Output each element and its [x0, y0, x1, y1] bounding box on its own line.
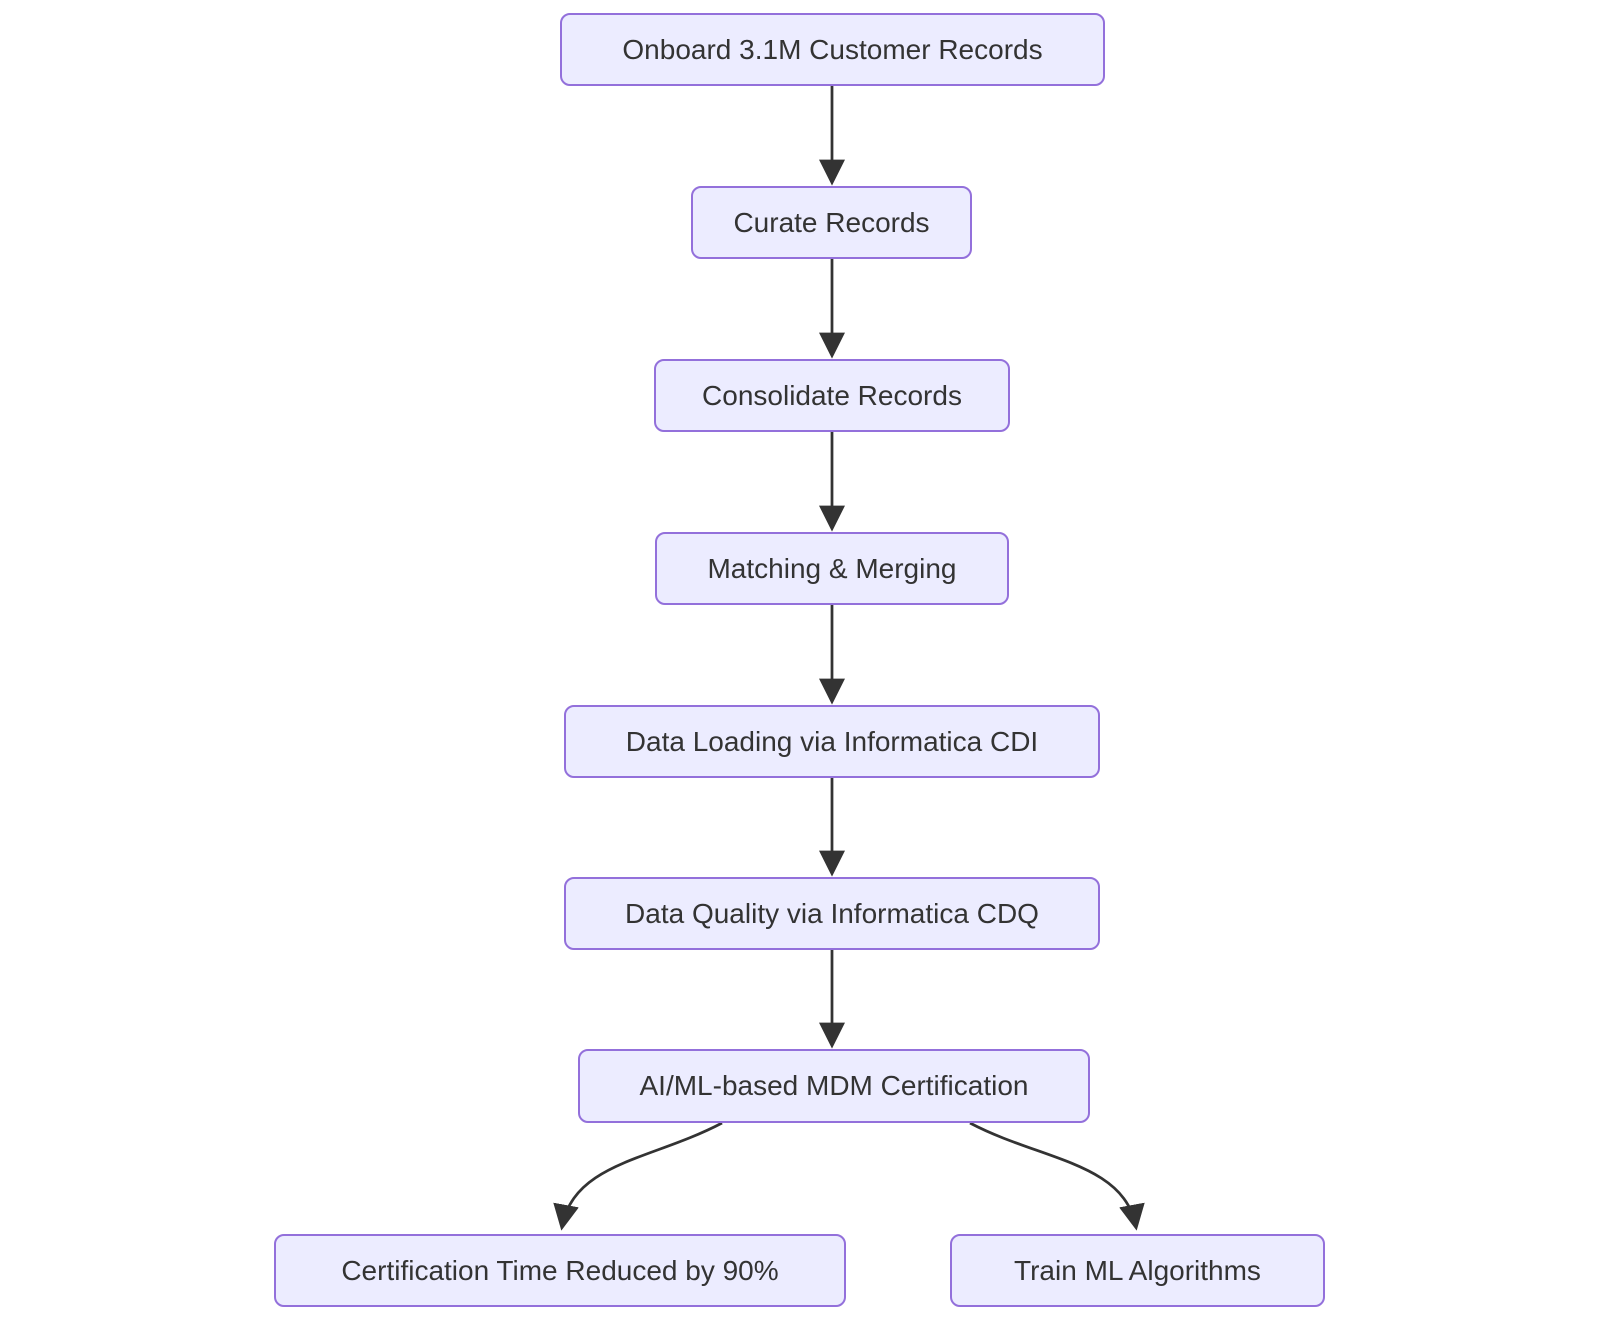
node-data-loading-informatica-cdi: Data Loading via Informatica CDI [564, 705, 1100, 778]
node-train-ml-algorithms: Train ML Algorithms [950, 1234, 1325, 1307]
node-label: Data Loading via Informatica CDI [625, 725, 1039, 757]
node-label: Data Quality via Informatica CDQ [625, 897, 1039, 929]
edge-certification-to-train-ml [969, 1121, 1145, 1231]
node-label: Train ML Algorithms [1014, 1254, 1261, 1286]
node-onboard-customer-records: Onboard 3.1M Customer Records [560, 13, 1105, 86]
edge-certification-to-time-reduced [553, 1121, 723, 1231]
node-curate-records: Curate Records [691, 186, 972, 259]
node-label: Curate Records [733, 206, 930, 238]
node-label: Certification Time Reduced by 90% [341, 1254, 779, 1286]
node-label: AI/ML-based MDM Certification [639, 1070, 1029, 1102]
node-label: Onboard 3.1M Customer Records [622, 33, 1043, 65]
node-data-quality-informatica-cdq: Data Quality via Informatica CDQ [564, 877, 1100, 950]
node-matching-merging: Matching & Merging [655, 532, 1009, 605]
node-aiml-mdm-certification: AI/ML-based MDM Certification [578, 1049, 1090, 1123]
node-consolidate-records: Consolidate Records [654, 359, 1010, 432]
node-label: Matching & Merging [707, 552, 957, 584]
node-label: Consolidate Records [702, 379, 962, 411]
node-certification-time-reduced: Certification Time Reduced by 90% [274, 1234, 846, 1307]
